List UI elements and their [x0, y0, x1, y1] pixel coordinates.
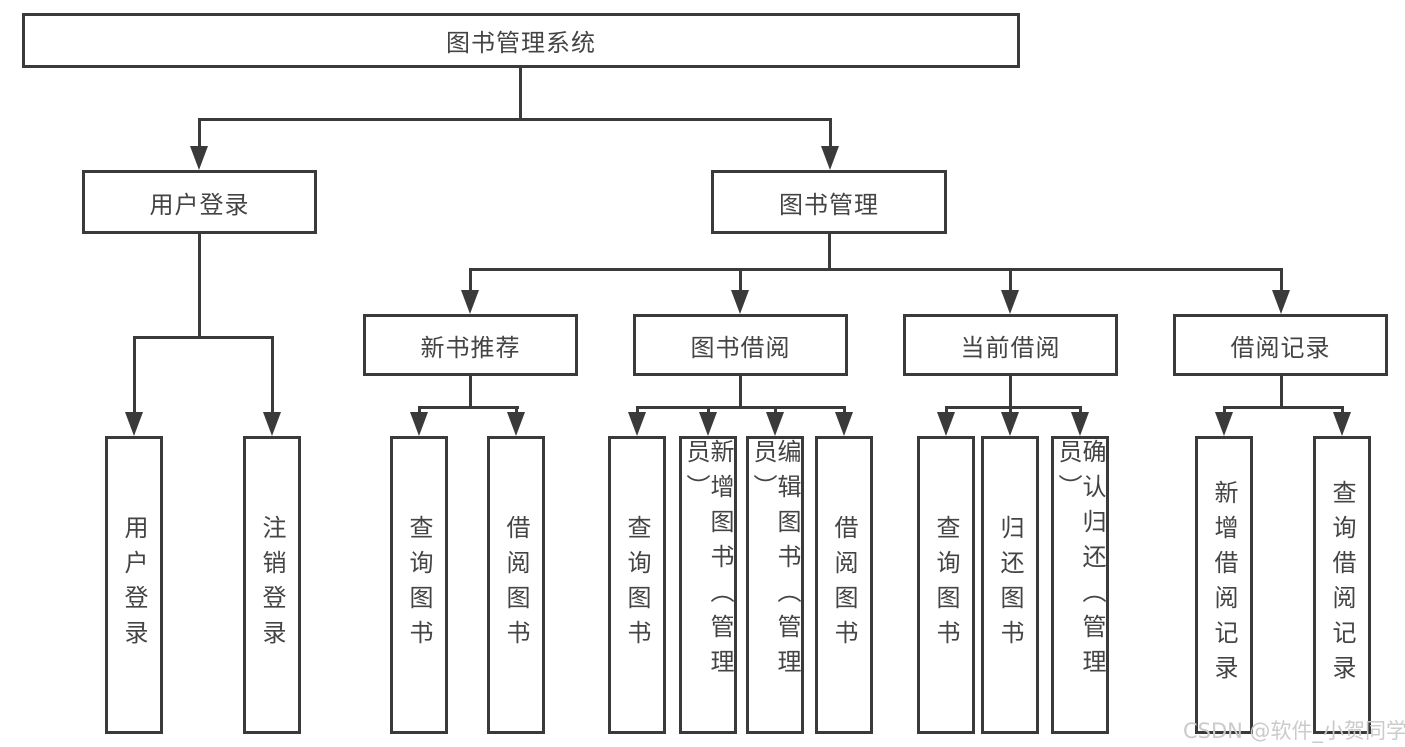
- connector-group-bar: [945, 406, 1082, 409]
- connector-group-stem: [469, 376, 472, 408]
- leaf-edit-book-admin: 编辑图书（管理员）: [746, 436, 804, 734]
- leaf-label: 确认归还（管理员）: [1054, 439, 1106, 684]
- leaf-return-books: 归还图书: [981, 436, 1039, 734]
- connector-drop-leaf: [707, 406, 710, 416]
- connector-drop-leaf: [945, 406, 948, 416]
- leaf-query-borrow-record: 查询借阅记录: [1313, 436, 1371, 734]
- arrowhead-down: [1071, 412, 1089, 436]
- leaf-add-book-admin: 新增图书（管理员）: [679, 436, 737, 734]
- connector-root-stem: [519, 68, 522, 120]
- connector-drop-leaf: [418, 406, 421, 416]
- connector-drop-leaf: [1009, 406, 1012, 416]
- connector-drop-group: [1280, 268, 1283, 293]
- connector-drop-leaf: [133, 336, 136, 414]
- arrowhead-down: [1215, 412, 1233, 436]
- arrowhead-down: [766, 412, 784, 436]
- leaf-query-books-current: 查询图书: [917, 436, 975, 734]
- leaf-borrow-books-recommend: 借阅图书: [487, 436, 545, 734]
- connector-group-bar: [1223, 406, 1344, 409]
- connector-group-bar: [418, 406, 519, 409]
- arrowhead-down: [125, 412, 143, 436]
- leaf-user-login: 用户登录: [105, 436, 163, 734]
- leaf-add-borrow-record: 新增借阅记录: [1195, 436, 1253, 734]
- leaf-confirm-return-admin: 确认归还（管理员）: [1051, 436, 1109, 734]
- leaf-borrow-books-borrowing: 借阅图书: [815, 436, 873, 734]
- leaf-label: 查询借阅记录: [1328, 480, 1356, 690]
- leaf-label: 编辑图书（管理员）: [749, 439, 801, 684]
- node-label: 图书借阅: [690, 333, 791, 362]
- connector-drop-leaf: [1341, 406, 1344, 416]
- node-current-borrowing: 当前借阅: [903, 314, 1118, 376]
- node-label: 当前借阅: [960, 333, 1061, 362]
- connector-drop-leaf: [1079, 406, 1082, 416]
- arrowhead-down: [1272, 290, 1290, 314]
- arrowhead-down: [937, 412, 955, 436]
- connector-group-stem: [1280, 376, 1283, 408]
- connector-drop-leaf: [1223, 406, 1226, 416]
- leaf-label: 查询图书: [623, 515, 651, 655]
- node-label: 借阅记录: [1230, 333, 1331, 362]
- connector-level3-bar: [469, 268, 1282, 271]
- leaf-query-books-borrowing: 查询图书: [608, 436, 666, 734]
- arrowhead-down: [263, 412, 281, 436]
- arrowhead-down: [731, 290, 749, 314]
- leaf-label: 用户登录: [120, 515, 148, 655]
- leaf-label: 查询图书: [405, 515, 433, 655]
- connector-level2-bar: [198, 118, 832, 121]
- connector-user-login-stem: [198, 234, 201, 338]
- arrowhead-down: [507, 412, 525, 436]
- arrowhead-down: [699, 412, 717, 436]
- connector-drop-book-management: [829, 118, 832, 148]
- node-borrowing-records: 借阅记录: [1173, 314, 1388, 376]
- connector-drop-group: [469, 268, 472, 293]
- leaf-label: 借阅图书: [502, 515, 530, 655]
- connector-group-stem: [739, 376, 742, 408]
- node-new-book-recommendation: 新书推荐: [363, 314, 578, 376]
- leaf-label: 查询图书: [932, 515, 960, 655]
- connector-user-login-bar: [133, 336, 274, 339]
- node-label: 图书管理系统: [446, 29, 596, 57]
- arrowhead-down: [461, 290, 479, 314]
- connector-group-bar: [636, 406, 846, 409]
- node-library-management-system: 图书管理系统: [22, 13, 1020, 68]
- leaf-label: 借阅图书: [830, 515, 858, 655]
- connector-drop-leaf: [271, 336, 274, 414]
- node-book-management: 图书管理: [711, 170, 947, 234]
- connector-group-stem: [1009, 376, 1012, 408]
- arrowhead-down: [190, 146, 208, 170]
- connector-drop-leaf: [843, 406, 846, 416]
- arrowhead-down: [1333, 412, 1351, 436]
- connector-drop-user-login: [198, 118, 201, 148]
- leaf-label: 新增借阅记录: [1210, 480, 1238, 690]
- node-label: 用户登录: [149, 190, 250, 219]
- leaf-label: 新增图书（管理员）: [682, 439, 734, 684]
- arrowhead-down: [410, 412, 428, 436]
- leaf-query-books-recommend: 查询图书: [390, 436, 448, 734]
- node-label: 新书推荐: [420, 333, 521, 362]
- arrowhead-down: [1001, 412, 1019, 436]
- leaf-logout: 注销登录: [243, 436, 301, 734]
- connector-drop-leaf: [515, 406, 518, 416]
- arrowhead-down: [628, 412, 646, 436]
- node-user-login: 用户登录: [82, 170, 317, 234]
- connector-drop-leaf: [636, 406, 639, 416]
- arrowhead-down: [835, 412, 853, 436]
- watermark: CSDN @软件_小贺同学: [1183, 719, 1405, 743]
- connector-drop-leaf: [774, 406, 777, 416]
- connector-book-management-stem: [828, 234, 831, 270]
- node-book-borrowing: 图书借阅: [633, 314, 848, 376]
- connector-drop-group: [739, 268, 742, 293]
- arrowhead-down: [1001, 290, 1019, 314]
- arrowhead-down: [821, 146, 839, 170]
- connector-drop-group: [1009, 268, 1012, 293]
- node-label: 图书管理: [779, 190, 879, 219]
- leaf-label: 注销登录: [258, 515, 286, 655]
- leaf-label: 归还图书: [996, 515, 1024, 655]
